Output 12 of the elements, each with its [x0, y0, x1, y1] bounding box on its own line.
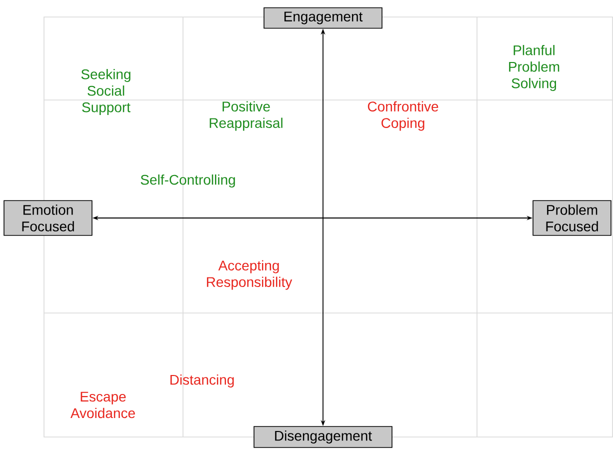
strategy-label: Escape Avoidance: [70, 392, 135, 418]
axis-label-box: Engagement: [264, 7, 382, 29]
strategy-label: Planful Problem Solving: [509, 44, 560, 92]
axis-label-box: Disengagement: [254, 426, 392, 448]
axis-label-box: Problem Focused: [532, 200, 612, 236]
strategy-label: Confrontive Coping: [368, 101, 438, 131]
strategy-label: Self-Controlling: [140, 174, 235, 188]
strategy-label: Positive Reappraisal: [210, 101, 282, 131]
strategy-label: Accepting Responsibility: [206, 260, 292, 290]
strategy-label: Distancing: [170, 374, 234, 388]
axis-label-box: Emotion Focused: [4, 200, 92, 236]
strategy-label: Seeking Social Support: [81, 68, 130, 116]
